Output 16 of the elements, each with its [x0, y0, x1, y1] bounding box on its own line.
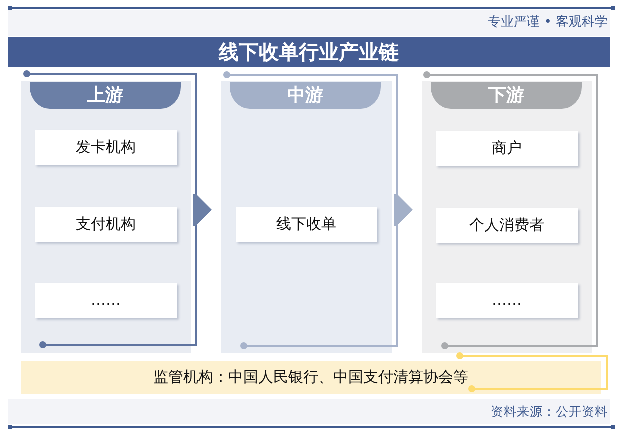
item-box: 发卡机构	[35, 130, 177, 165]
slogan-text: 专业严谨 • 客观科学	[488, 15, 608, 31]
regulator-band: 监管机构：中国人民银行、中国支付清算协会等	[21, 361, 601, 394]
item-box: ……	[35, 283, 177, 318]
chevron-arrow	[193, 194, 212, 226]
heading-tab: 中游	[230, 82, 381, 109]
item-box: 商户	[436, 131, 578, 166]
item-box: ……	[436, 283, 578, 318]
item-box: 线下收单	[236, 207, 377, 242]
chevron-arrow	[394, 194, 413, 226]
source-note: 资料来源：公开资料	[491, 404, 608, 420]
item-box: 个人消费者	[436, 208, 578, 243]
heading-tab: 下游	[431, 82, 582, 109]
title-banner: 线下收单行业产业链	[8, 37, 610, 67]
heading-tab: 上游	[30, 82, 181, 109]
item-box: 支付机构	[35, 207, 177, 242]
